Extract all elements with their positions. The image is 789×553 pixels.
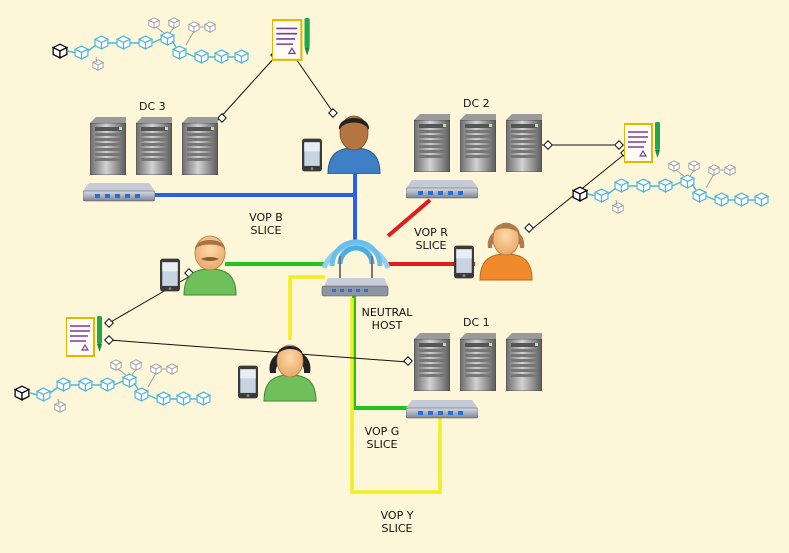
vop-y-slice-label: VOP Y SLICE [377, 509, 417, 535]
server-tower-icon [414, 114, 450, 172]
smartphone-icon [302, 138, 322, 172]
smartphone-icon [160, 258, 180, 292]
vop-b-slice-word: SLICE [250, 224, 282, 237]
yellow-slice-link-to-user [288, 275, 325, 340]
vop-g-slice-word: SLICE [366, 438, 398, 451]
smart-contract-document-icon [272, 18, 311, 61]
smart-contract-document-icon [66, 316, 103, 357]
green-slice-link-to-dc1 [352, 296, 410, 410]
vop-r-label: VOP R [414, 226, 448, 239]
smart-contract-document-icon [624, 122, 661, 163]
dc1-label: DC 1 [463, 316, 490, 329]
server-tower-icon [460, 333, 496, 391]
vop-g-slice-label: VOP G SLICE [362, 425, 402, 451]
neutral-label: NEUTRAL [361, 306, 413, 319]
vop-b-slice-label: VOP B SLICE [246, 211, 286, 237]
server-tower-icon [136, 117, 172, 175]
yellow-slice-link-to-dc1 [350, 298, 442, 494]
server-tower-icon [506, 114, 542, 172]
user-avatar-icon [479, 222, 533, 281]
red-slice-link-to-dc2 [386, 198, 432, 238]
vop-g-label: VOP G [364, 425, 400, 438]
vop-b-label: VOP B [249, 211, 283, 224]
server-tower-icon [414, 333, 450, 391]
server-tower-icon [90, 117, 126, 175]
server-tower-icon [460, 114, 496, 172]
blue-slice-link [150, 172, 357, 240]
vop-r-slice-word: SLICE [415, 239, 447, 252]
vop-y-slice-word: SLICE [381, 522, 413, 535]
dc3-label: DC 3 [139, 100, 166, 113]
network-switch-icon [83, 183, 155, 202]
dc2-label: DC 2 [463, 97, 490, 110]
vop-r-slice-label: VOP R SLICE [411, 226, 451, 252]
wireless-router-icon [321, 239, 391, 297]
smartphone-icon [238, 365, 258, 399]
dc1-servers [414, 333, 542, 391]
smartphone-icon [454, 245, 474, 279]
blockchain-cubes-icon [573, 161, 768, 213]
dc2-servers [414, 114, 542, 172]
host-label: HOST [371, 319, 403, 332]
vop-y-label: VOP Y [380, 509, 414, 522]
network-switch-icon [406, 180, 478, 199]
blockchain-cubes-icon [15, 360, 210, 412]
network-switch-icon [406, 400, 478, 419]
user-avatar-icon [263, 344, 317, 402]
server-tower-icon [182, 117, 218, 175]
server-tower-icon [506, 333, 542, 391]
blockchain-cubes-icon [53, 18, 248, 70]
dc3-servers [90, 117, 218, 175]
user-avatar-icon [327, 115, 381, 174]
neutral-host-label: NEUTRAL HOST [358, 306, 416, 332]
